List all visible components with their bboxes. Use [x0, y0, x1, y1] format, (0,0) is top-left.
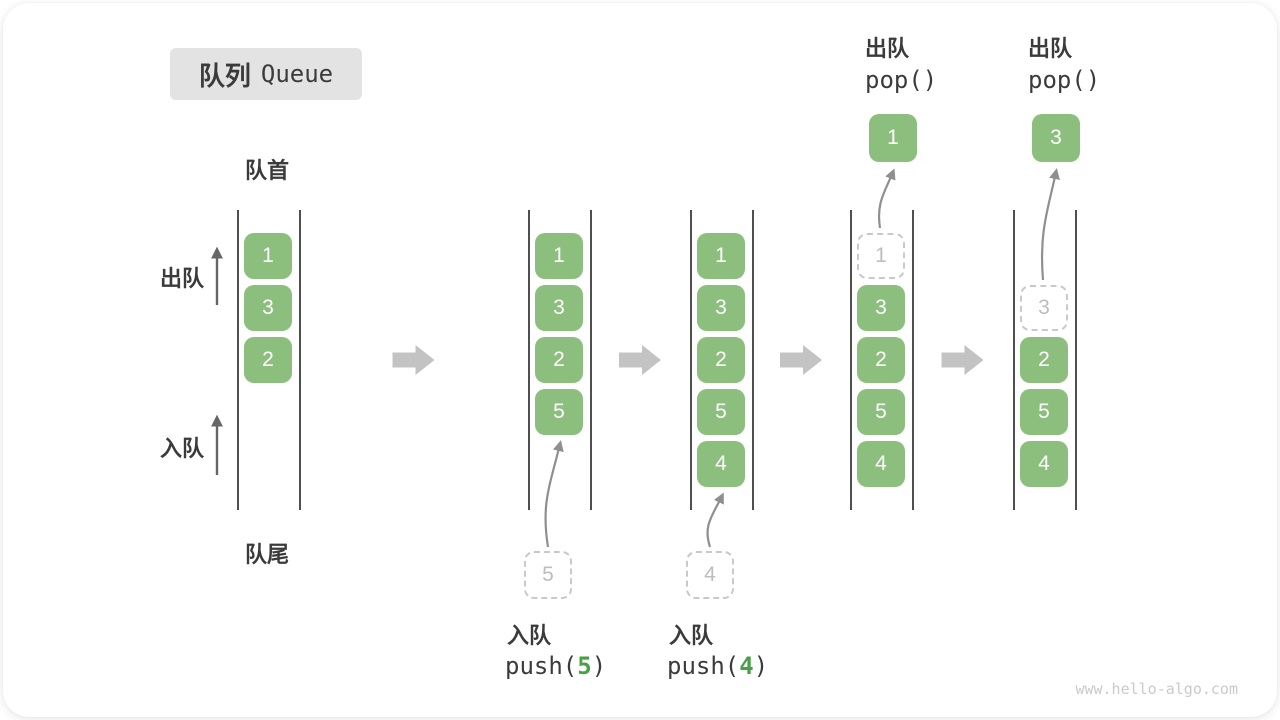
queue-cell: 1: [535, 233, 583, 279]
title-en: Queue: [260, 60, 334, 88]
op-code-text: ): [1085, 66, 1101, 94]
op-code-arg: 4: [739, 652, 754, 680]
queue-cell: 5: [535, 389, 583, 435]
title-zh: 队列: [198, 60, 251, 91]
queue-cell: 2: [857, 337, 905, 383]
queue-cell-ghost: 3: [1020, 285, 1068, 331]
queue-rear-label: 队尾: [245, 542, 290, 567]
op-code: push(4): [667, 652, 768, 680]
queue-wall-right: [590, 210, 592, 510]
queue-cell: 2: [244, 337, 292, 383]
op-code-text: push(: [667, 652, 740, 680]
queue-cell: 3: [535, 285, 583, 331]
enqueue-side-label: 入队: [160, 436, 205, 461]
queue-wall-right: [1075, 210, 1077, 510]
op-code: pop(): [865, 66, 937, 94]
queue-wall-left: [237, 210, 239, 510]
op-code-text: pop(: [1028, 66, 1086, 94]
queue-cell: 4: [1020, 441, 1068, 487]
queue-wall-right: [299, 210, 301, 510]
op-label-zh: 出队: [1028, 36, 1073, 61]
dequeue-side-label: 出队: [160, 266, 205, 291]
op-label-zh: 出队: [865, 36, 910, 61]
queue-wall-left: [690, 210, 692, 510]
popped-element-box: 3: [1032, 114, 1080, 162]
queue-cell: 3: [857, 285, 905, 331]
queue-wall-left: [528, 210, 530, 510]
queue-cell: 5: [1020, 389, 1068, 435]
op-label-zh: 入队: [669, 623, 714, 648]
op-code-text: push(: [505, 652, 578, 680]
queue-cell: 4: [697, 441, 745, 487]
incoming-element-box: 5: [524, 551, 572, 599]
queue-cell: 5: [857, 389, 905, 435]
op-code-text: pop(: [865, 66, 923, 94]
incoming-element-box: 4: [686, 551, 734, 599]
op-label-zh: 入队: [507, 623, 552, 648]
title-box: 队列 Queue: [170, 48, 362, 100]
watermark: www.hello-algo.com: [1075, 680, 1238, 698]
queue-front-label: 队首: [245, 158, 290, 183]
queue-cell: 5: [697, 389, 745, 435]
queue-cell: 3: [697, 285, 745, 331]
queue-wall-right: [912, 210, 914, 510]
op-code: pop(): [1028, 66, 1100, 94]
queue-cell: 1: [244, 233, 292, 279]
op-code-text: ): [591, 652, 607, 680]
queue-wall-left: [1013, 210, 1015, 510]
queue-cell-ghost: 1: [857, 233, 905, 279]
queue-cell: 4: [857, 441, 905, 487]
queue-cell: 3: [244, 285, 292, 331]
op-code-text: ): [753, 652, 769, 680]
queue-cell: 2: [1020, 337, 1068, 383]
queue-wall-right: [752, 210, 754, 510]
op-code-arg: 5: [577, 652, 592, 680]
op-code-text: ): [922, 66, 938, 94]
op-code: push(5): [505, 652, 606, 680]
queue-cell: 2: [697, 337, 745, 383]
queue-cell: 2: [535, 337, 583, 383]
popped-element-box: 1: [869, 114, 917, 162]
queue-wall-left: [850, 210, 852, 510]
queue-cell: 1: [697, 233, 745, 279]
